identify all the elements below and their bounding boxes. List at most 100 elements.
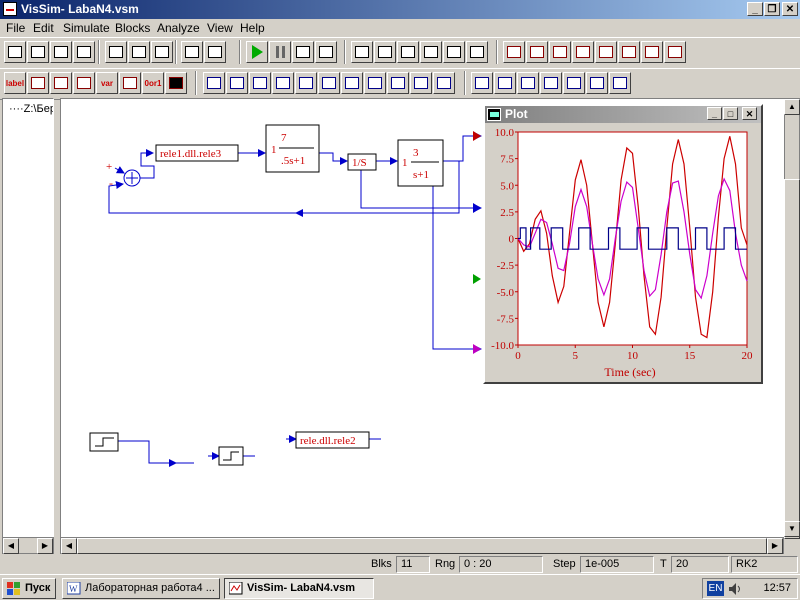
merge-block-button[interactable] [226, 72, 248, 94]
meter-block-button[interactable] [595, 41, 617, 63]
copy-button[interactable] [128, 41, 150, 63]
matrix-block-button[interactable] [466, 41, 488, 63]
vissim-app-icon[interactable] [3, 2, 17, 16]
power-block-button[interactable] [387, 72, 409, 94]
plot-maximize-button[interactable]: □ [723, 107, 738, 120]
abs-block-button[interactable] [364, 72, 386, 94]
and-block-button[interactable] [540, 72, 562, 94]
paste-button[interactable] [151, 41, 173, 63]
wirepositioner-button[interactable] [119, 72, 141, 94]
scroll-right-arrow-icon[interactable]: ▶ [37, 538, 53, 554]
canvas-vertical-scrollbar[interactable]: ▲ ▼ [784, 98, 800, 539]
const-block-button[interactable] [165, 72, 187, 94]
rele-block-1[interactable]: rele1.dll.rele3 [155, 144, 239, 162]
sine-block-button[interactable] [443, 41, 465, 63]
x-tick-label: 5 [573, 350, 579, 362]
block-diagram[interactable]: + - rele1.dll.rele3 [61, 99, 798, 538]
plot-title-bar[interactable]: Plot _ □ ✕ [485, 106, 761, 123]
open-button[interactable] [27, 41, 49, 63]
integrator-block[interactable]: 1/S [347, 153, 377, 171]
project-tree-pane[interactable]: ····Z:\Бер [2, 98, 54, 538]
stripchart-block-button[interactable] [572, 41, 594, 63]
canvas-scroll-left-icon[interactable]: ◀ [61, 538, 77, 554]
tf2-numerator: 3 [413, 147, 419, 159]
expression-block-button[interactable] [433, 72, 455, 94]
canvas-horizontal-scrollbar[interactable]: ◀ ▶ [60, 537, 784, 554]
max-block-button[interactable] [517, 72, 539, 94]
run-button[interactable] [246, 41, 268, 63]
canvas-scroll-right-icon[interactable]: ▶ [767, 538, 783, 554]
transfer-function-block-2[interactable]: 1 3 s+1 [397, 139, 444, 187]
pause-button[interactable] [269, 41, 291, 63]
summing-junction-button[interactable] [27, 72, 49, 94]
cut-button[interactable] [105, 41, 127, 63]
unit-delay-button[interactable] [272, 72, 294, 94]
close-button[interactable]: ✕ [782, 2, 798, 16]
menu-simulate[interactable]: Simulate [63, 21, 110, 35]
limit-block-button[interactable] [397, 41, 419, 63]
continue-button[interactable] [315, 41, 337, 63]
compare-block-button[interactable] [471, 72, 493, 94]
stop-block-button[interactable] [641, 41, 663, 63]
or-block-button[interactable] [563, 72, 585, 94]
summing-junction[interactable] [123, 169, 141, 187]
task-word-document[interactable]: W Лабораторная работа4 ... [62, 578, 220, 599]
scroll-left-arrow-icon[interactable]: ◀ [3, 538, 19, 554]
plot-block-button[interactable] [526, 41, 548, 63]
slope-block-button[interactable] [249, 72, 271, 94]
volume-icon[interactable] [727, 581, 743, 597]
canvas-horizontal-scroll-thumb[interactable] [77, 538, 767, 554]
menu-blocks[interactable]: Blocks [115, 21, 151, 35]
ref-block-button[interactable] [203, 72, 225, 94]
light-block-button[interactable] [549, 41, 571, 63]
label-block-button[interactable]: label [4, 72, 26, 94]
tree-root-item[interactable]: ····Z:\Бер [9, 103, 54, 115]
add-connector-button[interactable] [181, 41, 203, 63]
save-button[interactable] [50, 41, 72, 63]
bitwise-block-button[interactable] [295, 72, 317, 94]
menu-help[interactable]: Help [240, 21, 265, 35]
transfer-function-button[interactable] [374, 41, 396, 63]
maximize-button[interactable]: ❐ [764, 2, 780, 16]
new-button[interactable] [4, 41, 26, 63]
relay-block[interactable] [218, 446, 244, 466]
min-block-button[interactable] [494, 72, 516, 94]
plot-close-button[interactable]: ✕ [742, 107, 757, 120]
menu-view[interactable]: View [207, 21, 233, 35]
language-indicator[interactable]: EN [707, 581, 724, 596]
start-button[interactable]: Пуск [2, 578, 56, 599]
menu-edit[interactable]: Edit [33, 21, 54, 35]
transfer-function-block-1[interactable]: 1 7 .5s+1 [265, 124, 320, 173]
rele-block-2[interactable]: rele.dll.rele2 [295, 431, 370, 449]
error-block-button[interactable] [664, 41, 686, 63]
canvas-scroll-up-icon[interactable]: ▲ [784, 99, 800, 115]
plot-minimize-button[interactable]: _ [707, 107, 722, 120]
integrator-block-button[interactable] [351, 41, 373, 63]
variable-block-button[interactable]: var [96, 72, 118, 94]
menu-analyze[interactable]: Analyze [157, 21, 200, 35]
task-vissim[interactable]: VisSim- LabaN4.vsm [224, 578, 374, 599]
remove-connector-button[interactable] [204, 41, 226, 63]
minimize-button[interactable]: _ [747, 2, 763, 16]
not-block-button[interactable] [586, 72, 608, 94]
menu-file[interactable]: File [6, 21, 26, 35]
canvas-scroll-down-icon[interactable]: ▼ [784, 521, 800, 537]
xor-block-button[interactable] [609, 72, 631, 94]
bool-block-button[interactable]: 0or1 [142, 72, 164, 94]
window-title-bar[interactable]: VisSim- LabaN4.vsm _ ❐ ✕ [0, 0, 800, 19]
step-input-block[interactable] [89, 432, 119, 452]
table-block-button[interactable] [73, 72, 95, 94]
multiply-block-button[interactable] [318, 72, 340, 94]
canvas-vertical-scroll-thumb[interactable] [784, 179, 800, 539]
divide-block-button[interactable] [341, 72, 363, 94]
tree-horizontal-scrollbar[interactable]: ◀ ▶ [2, 537, 54, 554]
display-block-button[interactable] [503, 41, 525, 63]
pulse-block-button[interactable] [420, 41, 442, 63]
print-button[interactable] [73, 41, 95, 63]
sum-block-button[interactable] [410, 72, 432, 94]
histogram-block-button[interactable] [618, 41, 640, 63]
gain-block-button[interactable] [50, 72, 72, 94]
step-button[interactable] [292, 41, 314, 63]
